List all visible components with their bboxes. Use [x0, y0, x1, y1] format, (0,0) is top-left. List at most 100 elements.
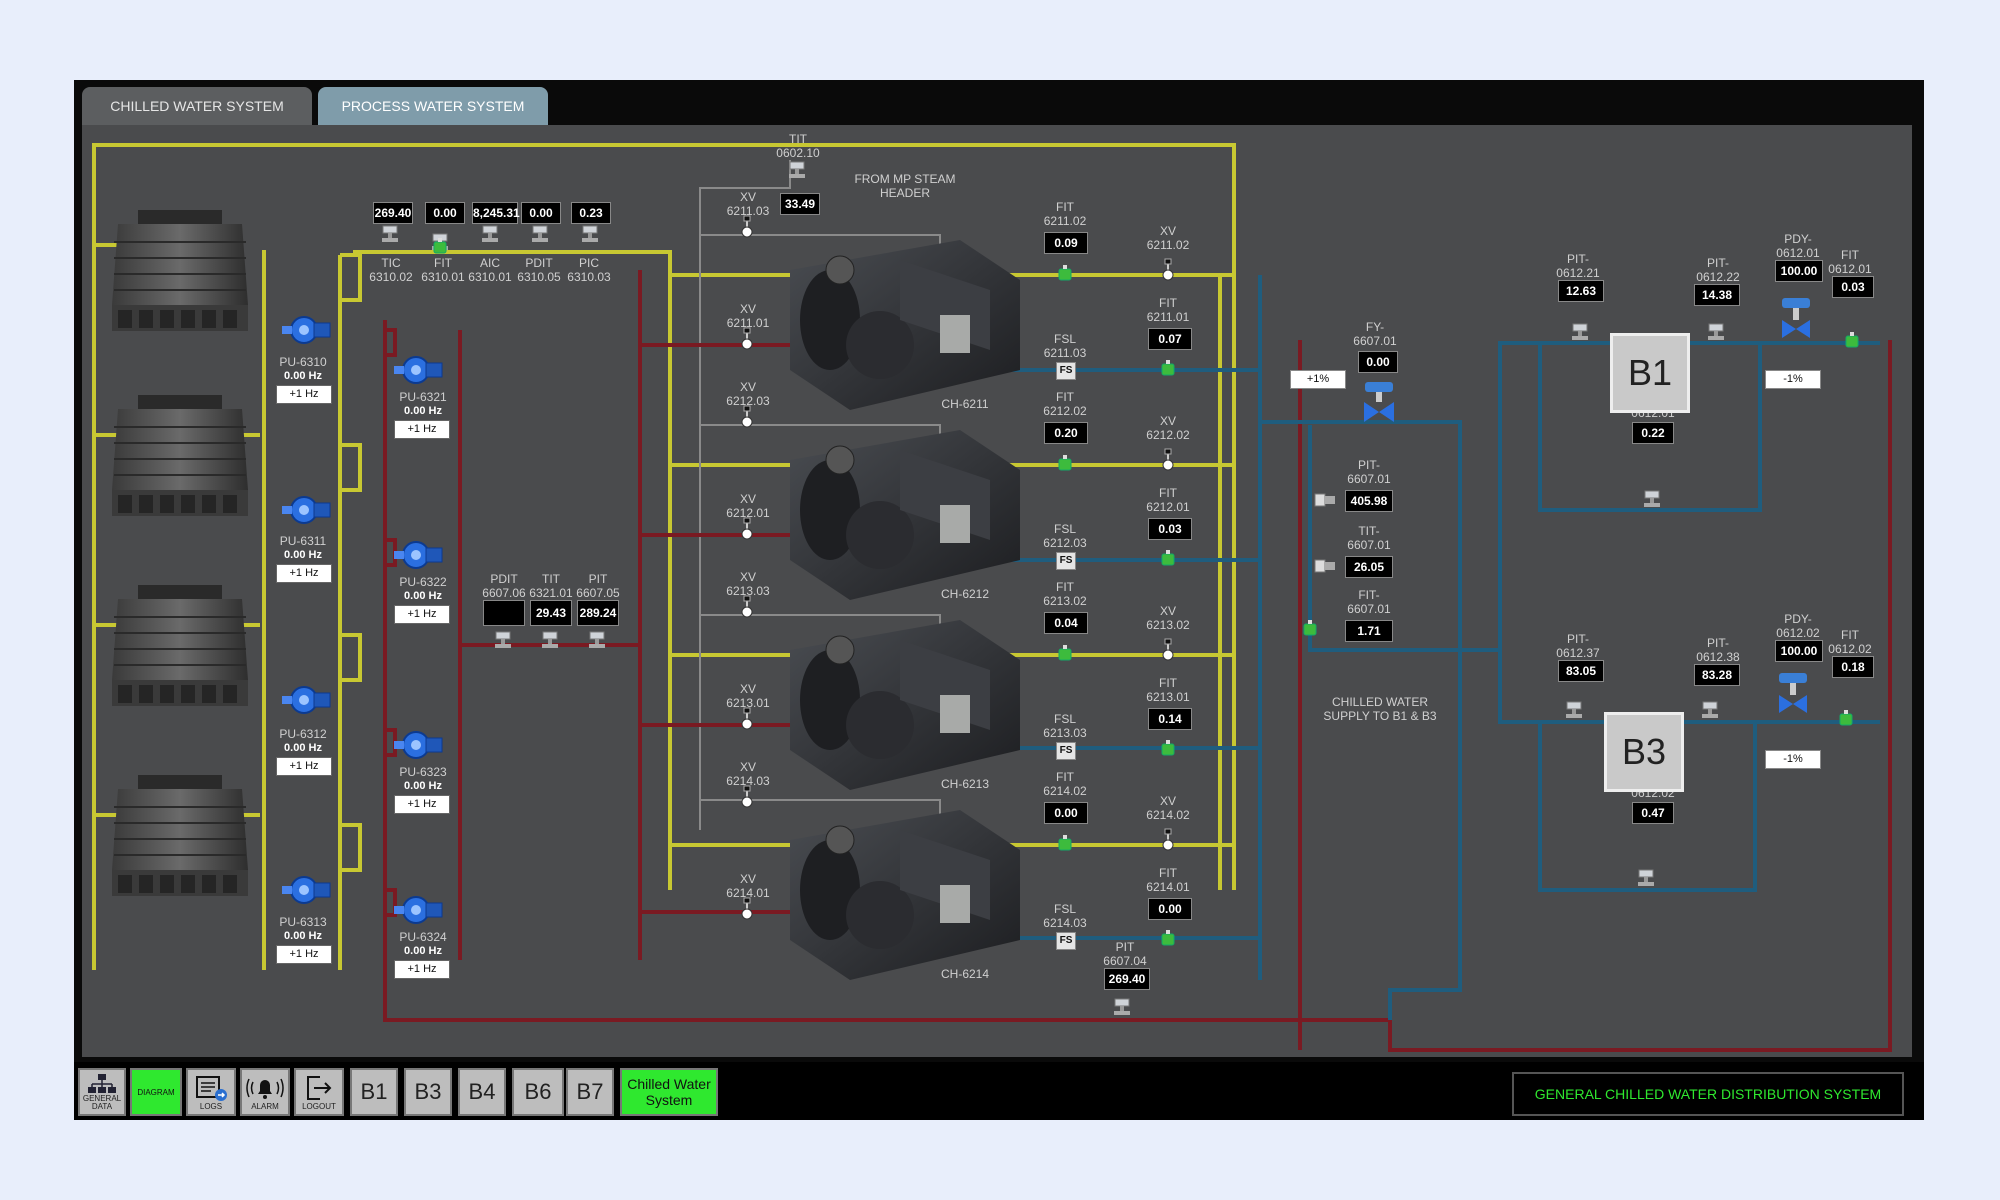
chiller-name-1: CH-6211 [941, 397, 989, 411]
xv-valve-xv-6213.03[interactable] [741, 595, 753, 618]
pump-pu-6311[interactable] [282, 496, 331, 524]
header-tag-2: FIT 6310.01 [421, 256, 465, 284]
fit-6607-01-sensor[interactable] [1303, 620, 1317, 636]
pump-pu-6322[interactable] [394, 541, 443, 569]
transmitter-pit-0612-38[interactable] [1702, 701, 1718, 718]
xv-valve-xv-6214.01[interactable] [741, 897, 753, 920]
general-data-label: GENERAL DATA [82, 1094, 122, 1111]
fit-bottom-tag-3: FIT 6213.01 [1146, 676, 1190, 704]
b6-button[interactable]: B6 [512, 1068, 564, 1116]
building-b3[interactable]: B3 [1604, 712, 1684, 792]
transmitter-tit-0602-10[interactable] [789, 161, 805, 178]
pump-pu-6323[interactable] [394, 731, 443, 759]
fit-sensor-fit-6211.01[interactable] [1161, 360, 1175, 376]
fit-sensor-fit-6214.01[interactable] [1161, 930, 1175, 946]
xv-valve-xv-6214.03[interactable] [741, 785, 753, 808]
b1-button[interactable]: B1 [350, 1068, 398, 1116]
transmitter-pdic-0612-02[interactable] [1638, 869, 1654, 886]
pump-pu-6310[interactable] [282, 316, 331, 344]
alarm-label: ALARM [251, 1101, 279, 1111]
header-transmitter-1[interactable] [382, 225, 398, 242]
mid-transmitter-2[interactable] [542, 631, 558, 648]
xv-top-label-1: XV 6211.03 [726, 190, 770, 218]
pump-pu-6321[interactable] [394, 356, 443, 384]
pump-pu-6312[interactable] [282, 686, 331, 714]
fit-0612-01-sensor[interactable] [1845, 332, 1859, 348]
fit-0612-02-sensor[interactable] [1839, 710, 1853, 726]
pump-pu-6313[interactable] [282, 876, 331, 904]
chiller-ch-6211[interactable] [790, 240, 1020, 410]
header-transmitter-4[interactable] [532, 225, 548, 242]
tab-chilled-water-system[interactable]: CHILLED WATER SYSTEM [82, 87, 312, 125]
logout-button[interactable]: LOGOUT [294, 1068, 344, 1116]
transmitter-pdic-0612-01[interactable] [1644, 490, 1660, 507]
pump-cooling-step-3[interactable]: +1 Hz [276, 757, 332, 776]
chilled-water-system-button[interactable]: Chilled Water System [620, 1068, 718, 1116]
mid-transmitter-1[interactable] [495, 631, 511, 648]
transmitter-tit-6607-01[interactable] [1314, 559, 1335, 573]
pump-pu-6324[interactable] [394, 896, 443, 924]
pit-6607-01-value: 405.98 [1345, 490, 1393, 512]
b1-step[interactable]: -1% [1765, 370, 1821, 389]
cooling-tower-2[interactable] [112, 395, 248, 516]
tab-process-water-system[interactable]: PROCESS WATER SYSTEM [318, 87, 548, 125]
transmitter-pit-6607-04[interactable] [1114, 998, 1130, 1015]
fit-sensor-fit-6214.02[interactable] [1058, 835, 1072, 851]
transmitter-pit-0612-37[interactable] [1566, 701, 1582, 718]
xv-valve-xv-6213.01[interactable] [741, 707, 753, 730]
xv-valve-xv-6212.02[interactable] [1162, 448, 1174, 471]
pump-cooling-step-4[interactable]: +1 Hz [276, 945, 332, 964]
b4-button[interactable]: B4 [458, 1068, 506, 1116]
fit-sensor-fit-6212.02[interactable] [1058, 455, 1072, 471]
header-transmitter-5[interactable] [582, 225, 598, 242]
logs-button[interactable]: LOGS [186, 1068, 236, 1116]
chiller-ch-6214[interactable] [790, 810, 1020, 980]
xv-valve-xv-6212.03[interactable] [741, 405, 753, 428]
chiller-ch-6212[interactable] [790, 430, 1020, 600]
b3-button[interactable]: B3 [404, 1068, 452, 1116]
b7-button[interactable]: B7 [566, 1068, 614, 1116]
fit-sensor-fit-6213.02[interactable] [1058, 645, 1072, 661]
chiller-ch-6213[interactable] [790, 620, 1020, 790]
pump-chilled-step-4[interactable]: +1 Hz [394, 960, 450, 979]
fit-6607-01-value: 1.71 [1345, 620, 1393, 642]
diagram-button[interactable]: DIAGRAM [130, 1068, 182, 1116]
xv-valve-xv-6212.01[interactable] [741, 517, 753, 540]
pu6324-loop [385, 888, 397, 917]
cooling-tower-3[interactable] [112, 585, 248, 706]
building-b1[interactable]: B1 [1610, 333, 1690, 413]
fit-sensor-fit-6211.02[interactable] [1058, 265, 1072, 281]
control-valve-pdy-0612-02[interactable] [1779, 673, 1807, 713]
pump-cooling-step-1[interactable]: +1 Hz [276, 385, 332, 404]
xv-valve-xv-6214.02[interactable] [1162, 828, 1174, 851]
cooling-tower-4[interactable] [112, 775, 248, 896]
pump-chilled-step-1[interactable]: +1 Hz [394, 420, 450, 439]
transmitter-pit-0612-22[interactable] [1708, 323, 1724, 340]
xv-valve-xv-6211.01[interactable] [741, 327, 753, 350]
mid-tag-2: TIT 6321.01 [529, 572, 573, 600]
alarm-button[interactable]: ALARM [240, 1068, 290, 1116]
header-top [340, 250, 672, 890]
fit-top-tag-3: FIT 6213.02 [1043, 580, 1087, 608]
pump-chilled-tag-2: PU-6322 [399, 575, 447, 589]
general-data-button[interactable]: GENERAL DATA [78, 1068, 126, 1116]
xv-valve-xv-6211.02[interactable] [1162, 258, 1174, 281]
pump-chilled-step-3[interactable]: +1 Hz [394, 795, 450, 814]
header-transmitter-3[interactable] [482, 225, 498, 242]
b3-step[interactable]: -1% [1765, 750, 1821, 769]
b3-pit-b-tag: PIT- 0612.38 [1696, 636, 1740, 664]
fit-sensor-fit-6213.01[interactable] [1161, 740, 1175, 756]
xv-valve-xv-6213.02[interactable] [1162, 638, 1174, 661]
control-valve-fy-6607-01[interactable] [1364, 382, 1394, 422]
fit-6310-01-sensor[interactable] [433, 238, 447, 254]
fit-sensor-fit-6212.01[interactable] [1161, 550, 1175, 566]
cooling-tower-1[interactable] [112, 210, 248, 331]
pump-cooling-step-2[interactable]: +1 Hz [276, 564, 332, 583]
transmitter-pit-6607-01[interactable] [1314, 493, 1335, 507]
fy-6607-01-step[interactable]: +1% [1290, 370, 1346, 389]
pump-chilled-step-2[interactable]: +1 Hz [394, 605, 450, 624]
control-valve-pdy-0612-01[interactable] [1782, 298, 1810, 338]
transmitter-pit-0612-21[interactable] [1572, 323, 1588, 340]
xv-valve-xv-6211.03[interactable] [741, 215, 753, 238]
mid-transmitter-3[interactable] [589, 631, 605, 648]
